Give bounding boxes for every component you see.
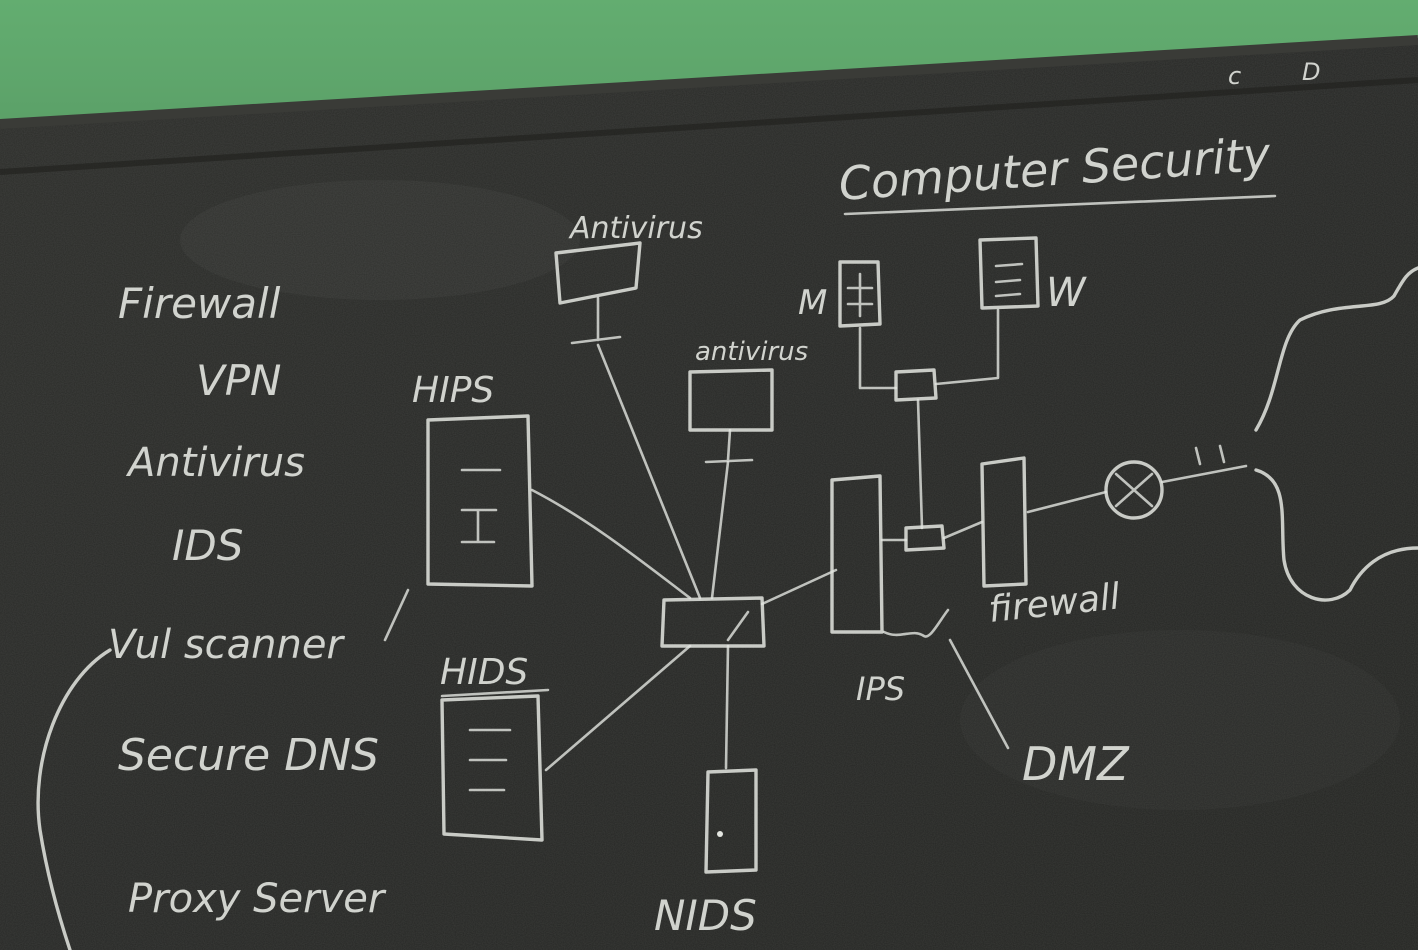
title-underline: [843, 194, 1277, 216]
link-dmzswitch-firewall: [942, 520, 984, 540]
antivirus-top-stand: [570, 296, 622, 345]
central-switch: [660, 596, 766, 648]
topic-firewall: Firewall: [118, 279, 281, 328]
mail-server-box: [838, 260, 882, 328]
web-server-box: [978, 236, 1040, 310]
nids-box: [704, 768, 758, 874]
hips-server-marks: [460, 468, 502, 544]
link-web-upperswitch: [934, 308, 1000, 386]
link-hips-switch: [530, 488, 692, 600]
label-antivirus-top: Antivirus: [568, 211, 703, 246]
hids-underline: [440, 688, 550, 698]
topic-secure-dns: Secure DNS: [118, 730, 379, 781]
firewall-box: [980, 456, 1028, 588]
ips-box: [830, 474, 884, 634]
label-antivirus-mid: antivirus: [695, 337, 808, 367]
ips-squiggle: [882, 608, 950, 638]
topic-ids: IDS: [172, 521, 243, 570]
mail-server-marks: [846, 272, 874, 318]
switch-inner-mark: [726, 610, 750, 642]
chalk-smudge-2: [960, 630, 1400, 810]
topic-vul-scanner: Vul scanner: [108, 622, 345, 668]
antivirus-top-monitor: [554, 241, 642, 305]
link-switch-ips: [760, 568, 838, 606]
link-router-cloud-tick: [1194, 444, 1226, 466]
link-switch-nids: [724, 644, 730, 770]
label-hids: HIDS: [440, 652, 528, 693]
board-frame-shadow: [0, 77, 1418, 175]
link-mail-upperswitch: [858, 326, 898, 390]
web-server-marks: [994, 262, 1024, 298]
topic-proxy-server: Proxy Server: [128, 876, 387, 922]
label-web-server: W: [1046, 270, 1087, 316]
topic-vpn: VPN: [196, 356, 281, 405]
ids-slash: [383, 588, 410, 642]
nids-dot: [717, 831, 723, 837]
antivirus-mid-monitor: [688, 368, 774, 432]
hips-server-box: [426, 414, 534, 588]
hids-server-marks: [468, 728, 512, 792]
router-icon: [1104, 460, 1164, 520]
label-hips: HIPS: [412, 370, 494, 411]
upper-switch: [894, 368, 938, 402]
router-arrows: [1114, 472, 1154, 508]
label-dmz: DMZ: [1022, 737, 1130, 791]
link-antivirus-top-switch: [596, 343, 702, 600]
link-router-cloud: [1160, 464, 1248, 484]
corner-mark-d: D: [1302, 58, 1320, 86]
link-antivirus-mid-switch: [710, 460, 730, 600]
corner-mark-c: c: [1228, 62, 1241, 90]
topic-antivirus: Antivirus: [125, 440, 305, 486]
antivirus-mid-stand: [704, 428, 754, 464]
left-bracket-curve: [36, 648, 112, 950]
link-upperswitch-dmzswitch: [916, 398, 924, 530]
board-grain: [0, 38, 1418, 950]
internet-cloud: [1254, 266, 1418, 602]
label-ips: IPS: [856, 670, 905, 708]
chalk-smudge-1: [180, 180, 580, 300]
hids-server-box: [440, 694, 544, 842]
label-nids: NIDS: [654, 891, 757, 940]
link-hids-switch: [544, 644, 692, 772]
board-top-frame: [0, 35, 1418, 129]
dmz-pointer: [948, 638, 1010, 750]
dmz-switch: [904, 524, 946, 552]
label-mail-server: M: [798, 283, 827, 323]
link-firewall-router: [1026, 490, 1108, 514]
